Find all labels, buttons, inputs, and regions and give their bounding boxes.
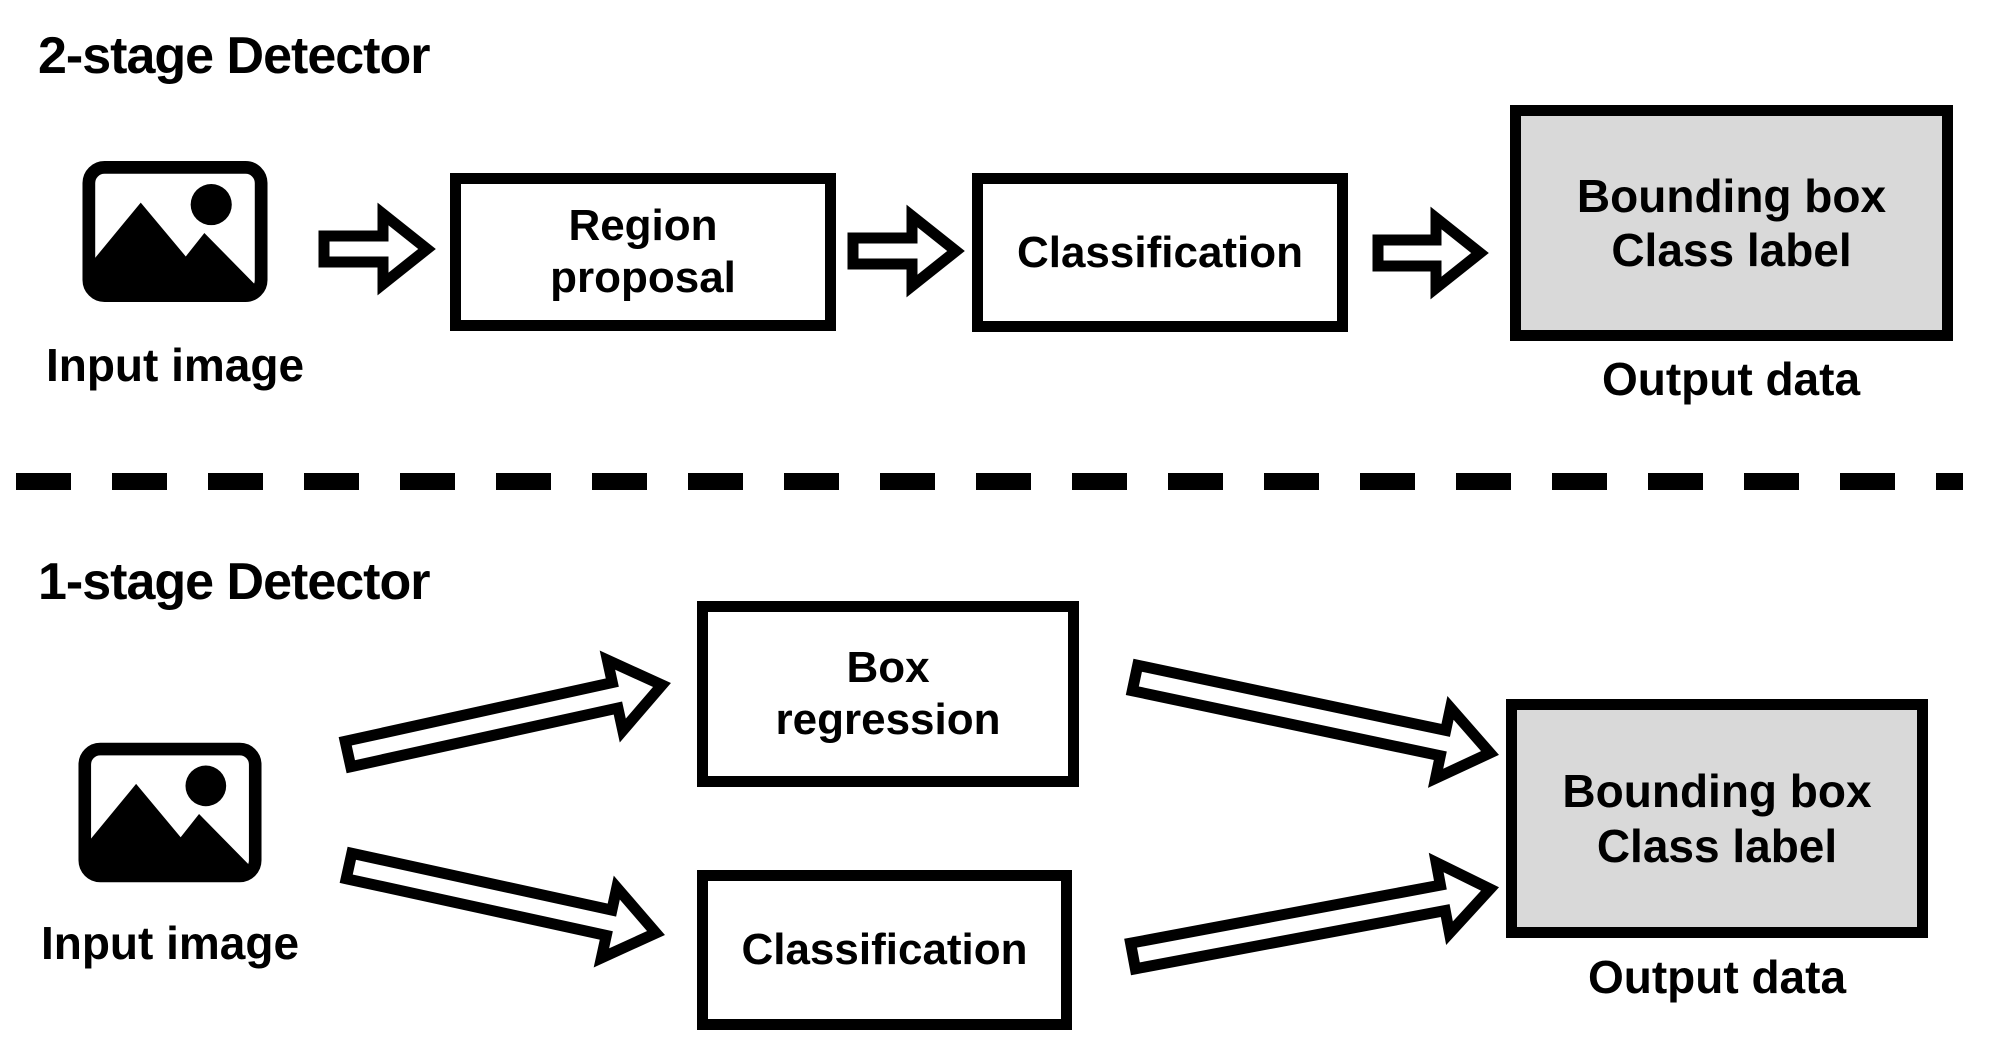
flow-arrow-icon bbox=[1125, 658, 1499, 788]
box-regression-box: Box regression bbox=[697, 601, 1079, 787]
flow-arrow-icon bbox=[1124, 852, 1500, 976]
section-title-2stage: 2-stage Detector bbox=[38, 27, 430, 85]
input-image-caption: Input image bbox=[40, 917, 300, 969]
box-label-line: Class label bbox=[1611, 224, 1852, 276]
flow-arrow-icon bbox=[847, 204, 965, 298]
box-label-line: Class label bbox=[1596, 819, 1838, 872]
input-image-icon bbox=[78, 742, 262, 883]
output-box-top: Bounding box Class label bbox=[1510, 105, 1953, 341]
mountains-icon bbox=[85, 783, 255, 876]
output-data-caption: Output data bbox=[1587, 951, 1847, 1003]
classification-box-bottom: Classification bbox=[697, 870, 1072, 1030]
input-image-caption: Input image bbox=[45, 339, 305, 391]
box-label-line: Classification bbox=[1016, 227, 1304, 277]
flow-arrow-icon bbox=[339, 846, 665, 968]
output-data-caption: Output data bbox=[1601, 353, 1861, 405]
box-label-line: Classification bbox=[741, 925, 1028, 975]
sun-dot-icon bbox=[190, 184, 232, 226]
flow-arrow-icon bbox=[338, 650, 671, 774]
box-label-line: regression bbox=[775, 695, 1001, 744]
box-label-line: proposal bbox=[550, 253, 736, 302]
flow-arrow-icon bbox=[1372, 206, 1489, 300]
box-label-line: Bounding box bbox=[1576, 169, 1887, 222]
box-label-line: Bounding box bbox=[1562, 765, 1872, 818]
box-label-line: Region bbox=[568, 201, 718, 251]
flow-arrow-icon bbox=[318, 202, 436, 296]
sun-dot-icon bbox=[185, 765, 227, 807]
box-label-line: Box bbox=[846, 643, 930, 693]
output-box-bottom: Bounding box Class label bbox=[1506, 699, 1928, 938]
section-title-1stage: 1-stage Detector bbox=[38, 553, 430, 611]
section-divider bbox=[16, 473, 1963, 490]
classification-box-top: Classification bbox=[972, 173, 1348, 332]
input-image-icon bbox=[82, 161, 268, 302]
region-proposal-box: Region proposal bbox=[450, 173, 836, 331]
mountains-icon bbox=[89, 202, 261, 296]
